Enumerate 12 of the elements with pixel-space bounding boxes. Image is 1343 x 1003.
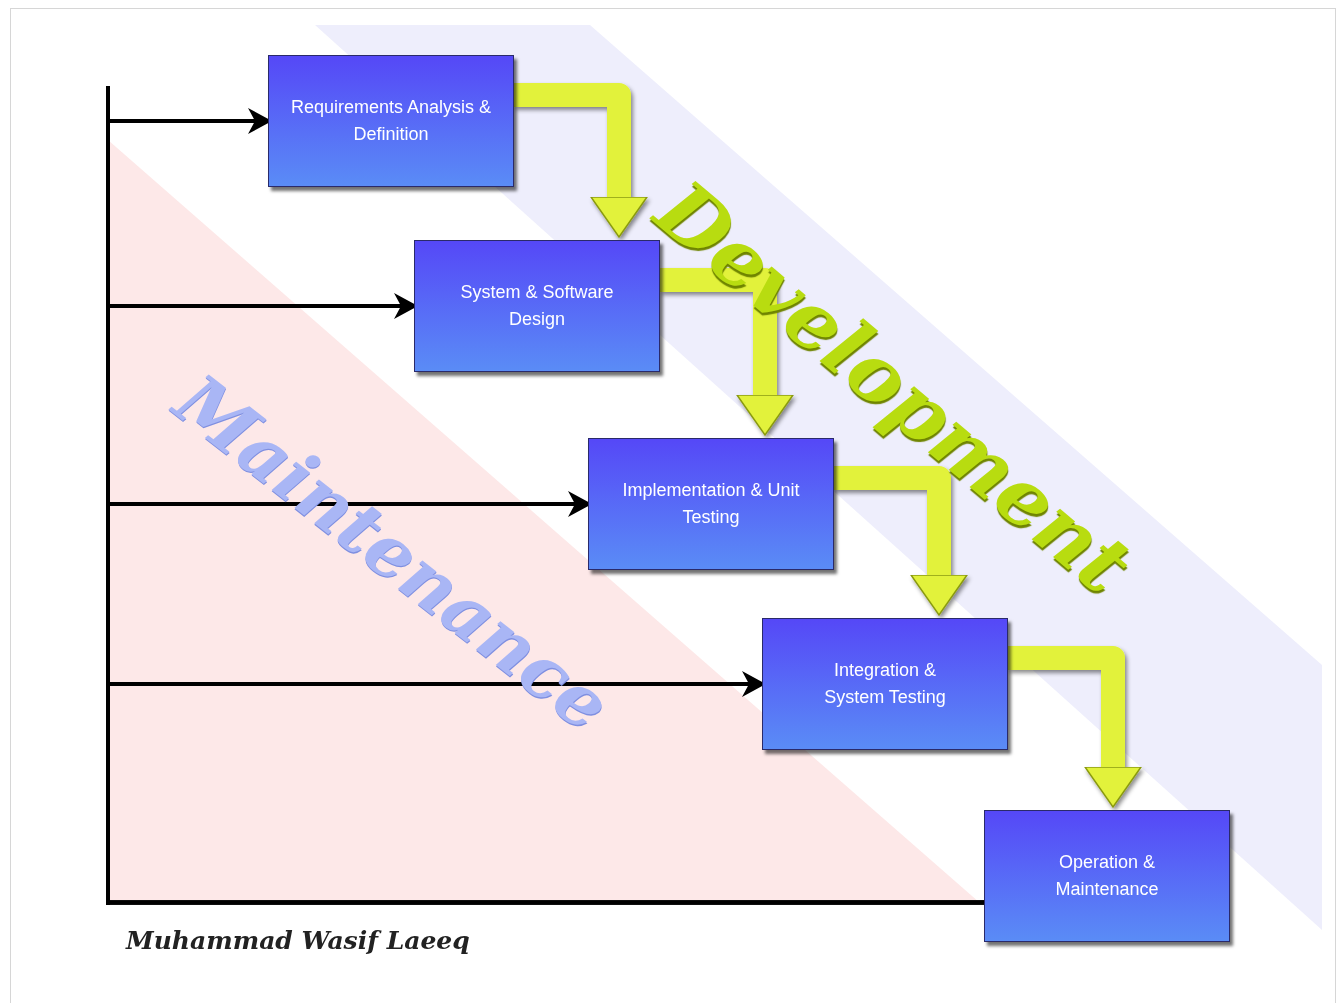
bent-arrow: [660, 268, 794, 436]
box-label: Integration & System Testing: [823, 659, 947, 709]
process-box: [984, 810, 1230, 942]
box-label: Operation & Maintenance: [1054, 851, 1160, 901]
box-label: System & Software Design: [459, 281, 615, 331]
bent-arrow: [1008, 646, 1142, 808]
author-signature: Muhammad Wasif Laeeq: [126, 926, 470, 955]
box-label: Requirements Analysis & Definition: [289, 96, 493, 146]
bent-arrow: [514, 83, 648, 238]
bent-arrow: [834, 466, 968, 616]
process-box: [762, 618, 1008, 750]
process-box: [268, 55, 514, 187]
